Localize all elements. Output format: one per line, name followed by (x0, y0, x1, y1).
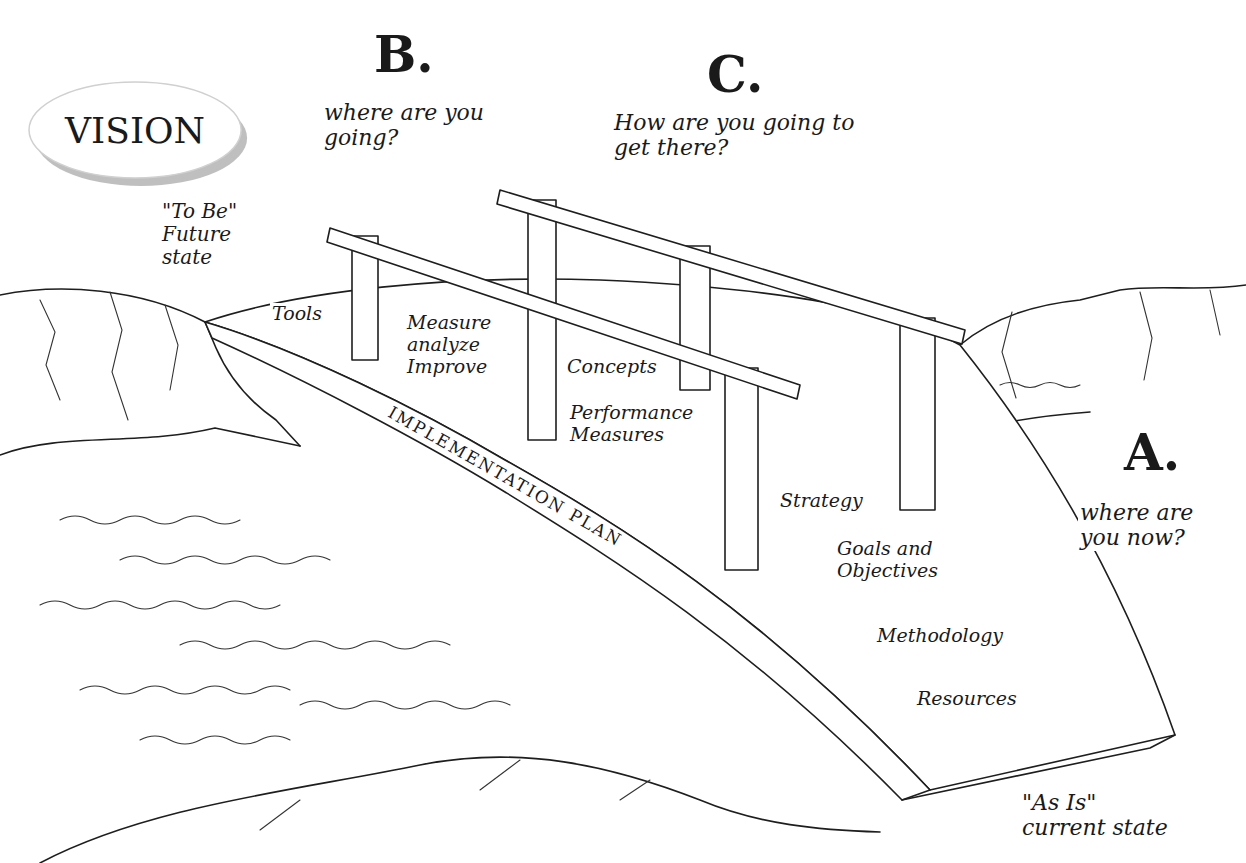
vision-ellipse: VISION (25, 78, 245, 182)
water-wave (1000, 383, 1080, 388)
water-wave (60, 516, 240, 524)
water-wave (40, 601, 280, 609)
railing-post (725, 368, 758, 570)
railing-beam (327, 228, 800, 399)
state-note: "To Be" Future state (160, 200, 278, 269)
water-wave (80, 686, 290, 694)
node-title: VISION (65, 110, 205, 151)
bridge-term: Resources (915, 688, 1019, 710)
water-wave (140, 736, 290, 744)
bridge-term: Goals and Objectives (835, 538, 963, 582)
bridge-term: Strategy (778, 490, 865, 512)
bridge-side-band (205, 322, 930, 800)
left-ground (0, 289, 205, 322)
left-cliff-line (110, 292, 128, 420)
water-wave (180, 641, 450, 649)
bridge-term: Concepts (565, 356, 659, 378)
right-mountains (960, 285, 1246, 345)
lower-bank (40, 757, 880, 863)
right-cliff-line (1210, 290, 1220, 335)
water-wave (300, 701, 510, 709)
bridge-term: Measure analyze Improve (405, 312, 517, 378)
ellipse-shape (29, 82, 241, 178)
section-letter: C. (705, 50, 765, 100)
bridge-term: Tools (270, 303, 324, 325)
left-cliff-line (40, 300, 60, 400)
state-note: "As Is" current state (1020, 790, 1180, 841)
question-note: where are you going? (322, 100, 492, 151)
lower-bank-line (260, 760, 650, 830)
water-wave (120, 556, 330, 564)
right-cliff-line (1140, 292, 1152, 380)
railing-post (900, 318, 935, 510)
bridge-term: Methodology (875, 625, 1005, 647)
right-cliff-line (1002, 312, 1016, 398)
left-cliff-base (0, 428, 300, 455)
railing-post (528, 200, 556, 440)
question-note: How are you going to get there? (612, 110, 862, 161)
section-letter: A. (1122, 428, 1182, 478)
bridge-term: Performance Measures (568, 402, 706, 446)
question-note: where are you now? (1078, 500, 1238, 551)
section-letter: B. (372, 30, 436, 80)
left-cliff-line (165, 305, 178, 390)
